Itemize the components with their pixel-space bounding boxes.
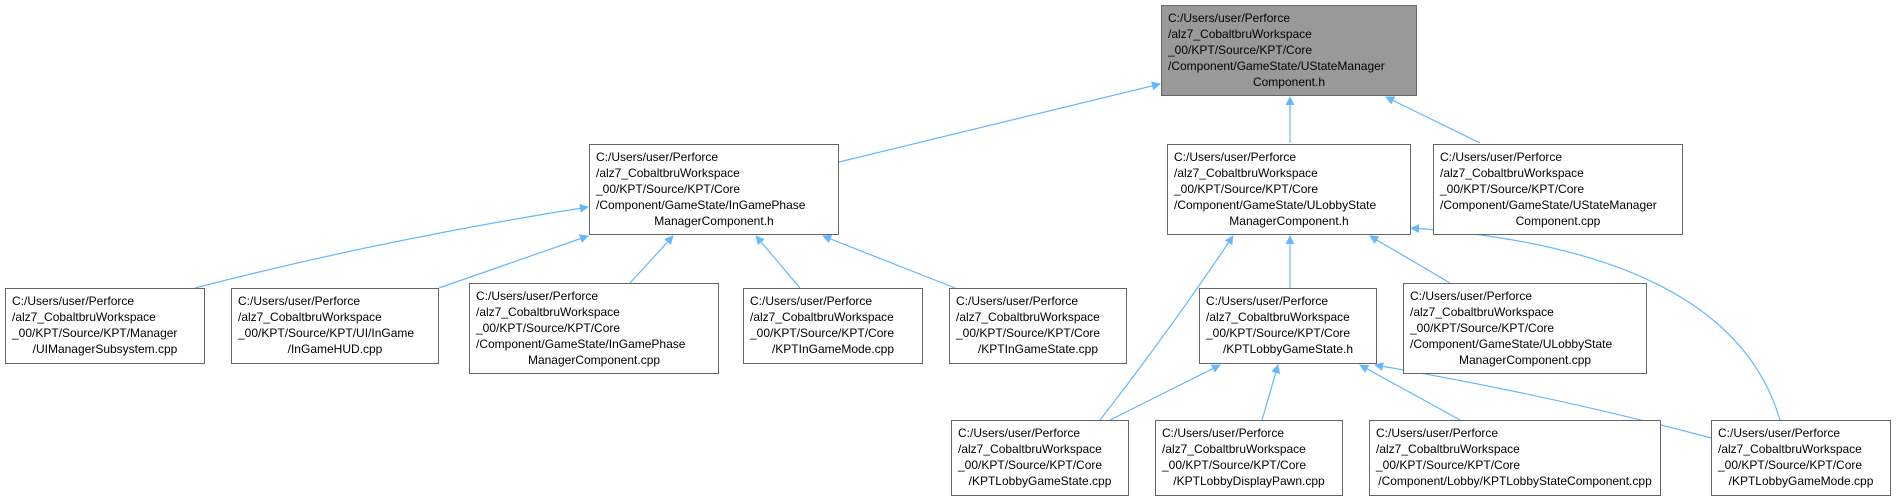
file-node-path-line: /alz7_CobaltbruWorkspace bbox=[12, 310, 156, 324]
edge-kptlobbystatecomp-cpp-to-kptlobbygamestate-h bbox=[1359, 364, 1461, 421]
file-node-path-line: C:/Users/user/Perforce bbox=[596, 150, 719, 164]
file-node-kptingamemode-cpp[interactable]: C:/Users/user/Perforce/alz7_CobaltbruWor… bbox=[743, 288, 923, 364]
file-node-path-line: /KPTLobbyGameMode.cpp bbox=[1728, 474, 1874, 488]
file-node-path-line: Component.h bbox=[1252, 75, 1326, 89]
file-node-path-line: /UIManagerSubsystem.cpp bbox=[32, 342, 178, 356]
file-node-path-line: _00/KPT/Source/KPT/Core bbox=[1174, 182, 1319, 196]
edge-ulobbystate-cpp-to-ulobbystate-h bbox=[1369, 235, 1451, 284]
file-node-path-line: /Component/GameState/InGamePhase bbox=[476, 337, 686, 351]
file-node-path-line: /alz7_CobaltbruWorkspace bbox=[1440, 166, 1584, 180]
file-node-path-line: /alz7_CobaltbruWorkspace bbox=[956, 310, 1100, 324]
file-node-path-line: /alz7_CobaltbruWorkspace bbox=[476, 305, 620, 319]
file-node-path-line: /alz7_CobaltbruWorkspace bbox=[1206, 310, 1350, 324]
file-node-path-line: C:/Users/user/Perforce bbox=[1410, 289, 1533, 303]
file-node-path-line: _00/KPT/Source/KPT/Core bbox=[476, 321, 621, 335]
file-node-path-line: /alz7_CobaltbruWorkspace bbox=[750, 310, 894, 324]
file-node-path-line: C:/Users/user/Perforce bbox=[956, 294, 1079, 308]
file-node-path-line: C:/Users/user/Perforce bbox=[1162, 426, 1285, 440]
file-node-uimanager-cpp[interactable]: C:/Users/user/Perforce/alz7_CobaltbruWor… bbox=[5, 288, 205, 364]
file-node-path-line: /alz7_CobaltbruWorkspace bbox=[1168, 27, 1312, 41]
file-node-path-line: C:/Users/user/Perforce bbox=[1376, 426, 1499, 440]
file-node-kptlobbygamestate-cpp[interactable]: C:/Users/user/Perforce/alz7_CobaltbruWor… bbox=[951, 420, 1129, 496]
file-node-path-line: ManagerComponent.cpp bbox=[1458, 353, 1592, 367]
file-node-path-line: C:/Users/user/Perforce bbox=[958, 426, 1081, 440]
file-node-path-line: /InGameHUD.cpp bbox=[287, 342, 383, 356]
file-node-path-line: _00/KPT/Source/KPT/Core bbox=[958, 458, 1103, 472]
file-node-path-line: ManagerComponent.h bbox=[1229, 214, 1349, 228]
file-node-path-line: /alz7_CobaltbruWorkspace bbox=[1718, 442, 1862, 456]
file-node-path-line: /KPTInGameState.cpp bbox=[977, 342, 1099, 356]
edge-kptingamemode-cpp-to-ingamephase-h bbox=[755, 235, 801, 289]
file-node-kptlobbydisplaypawn-cpp[interactable]: C:/Users/user/Perforce/alz7_CobaltbruWor… bbox=[1155, 420, 1343, 496]
file-node-ulobbystate-cpp[interactable]: C:/Users/user/Perforce/alz7_CobaltbruWor… bbox=[1403, 283, 1647, 374]
file-node-path-line: /alz7_CobaltbruWorkspace bbox=[1162, 442, 1306, 456]
file-node-path-line: /alz7_CobaltbruWorkspace bbox=[958, 442, 1102, 456]
edge-ingamehud-cpp-to-ingamephase-h bbox=[438, 234, 589, 289]
file-node-path-line: /KPTLobbyDisplayPawn.cpp bbox=[1173, 474, 1325, 488]
file-node-path-line: ManagerComponent.h bbox=[654, 214, 774, 228]
file-node-root[interactable]: C:/Users/user/Perforce/alz7_CobaltbruWor… bbox=[1161, 5, 1417, 96]
file-node-kptlobbygamemode-cpp[interactable]: C:/Users/user/Perforce/alz7_CobaltbruWor… bbox=[1711, 420, 1891, 496]
file-node-path-line: C:/Users/user/Perforce bbox=[750, 294, 873, 308]
file-node-path-line: _00/KPT/Source/KPT/Core bbox=[1162, 458, 1307, 472]
file-node-path-line: _00/KPT/Source/KPT/Core bbox=[1376, 458, 1521, 472]
file-node-path-line: /alz7_CobaltbruWorkspace bbox=[238, 310, 382, 324]
file-node-path-line: _00/KPT/Source/KPT/Manager bbox=[12, 326, 178, 340]
file-node-path-line: /Component/Lobby/KPTLobbyStateComponent.… bbox=[1378, 474, 1652, 488]
file-node-path-line: C:/Users/user/Perforce bbox=[1174, 150, 1297, 164]
file-node-path-line: /Component/GameState/UStateManager bbox=[1440, 198, 1657, 212]
file-node-path-line: _00/KPT/Source/KPT/Core bbox=[1168, 43, 1313, 57]
edge-kptlobbygamemode-cpp-to-ulobbystate-h bbox=[1410, 224, 1781, 421]
file-node-path-line: /alz7_CobaltbruWorkspace bbox=[1376, 442, 1520, 456]
file-node-path-line: _00/KPT/Source/KPT/Core bbox=[750, 326, 895, 340]
edge-kptlobbydisplaypawn-cpp-to-kptlobbygamestate-h bbox=[1261, 364, 1281, 421]
file-node-path-line: /alz7_CobaltbruWorkspace bbox=[1174, 166, 1318, 180]
file-node-ingamehud-cpp[interactable]: C:/Users/user/Perforce/alz7_CobaltbruWor… bbox=[231, 288, 439, 364]
file-node-path-line: /Component/GameState/ULobbyState bbox=[1410, 337, 1613, 351]
file-node-kptlobbygamestate-h[interactable]: C:/Users/user/Perforce/alz7_CobaltbruWor… bbox=[1199, 288, 1377, 364]
file-node-ulobbystate-h[interactable]: C:/Users/user/Perforce/alz7_CobaltbruWor… bbox=[1167, 144, 1411, 235]
file-node-path-line: C:/Users/user/Perforce bbox=[1718, 426, 1841, 440]
edge-ingamephase-cpp-to-ingamephase-h bbox=[629, 235, 674, 284]
file-node-path-line: C:/Users/user/Perforce bbox=[476, 289, 599, 303]
file-node-path-line: /Component/GameState/ULobbyState bbox=[1174, 198, 1377, 212]
file-node-path-line: Component.cpp bbox=[1515, 214, 1601, 228]
file-node-path-line: C:/Users/user/Perforce bbox=[1206, 294, 1329, 308]
file-node-path-line: C:/Users/user/Perforce bbox=[1168, 11, 1291, 25]
file-node-path-line: C:/Users/user/Perforce bbox=[238, 294, 361, 308]
file-node-path-line: /Component/GameState/InGamePhase bbox=[596, 198, 806, 212]
edge-uimanager-cpp-to-ingamephase-h bbox=[194, 203, 589, 289]
file-node-path-line: ManagerComponent.cpp bbox=[527, 353, 661, 367]
file-node-path-line: /KPTLobbyGameState.h bbox=[1222, 342, 1354, 356]
file-node-path-line: /alz7_CobaltbruWorkspace bbox=[596, 166, 740, 180]
edge-kptlobbygamestate-cpp-to-kptlobbygamestate-h bbox=[1109, 364, 1221, 421]
file-node-path-line: _00/KPT/Source/KPT/Core bbox=[1718, 458, 1863, 472]
file-node-ustatemgr-cpp[interactable]: C:/Users/user/Perforce/alz7_CobaltbruWor… bbox=[1433, 144, 1683, 235]
file-node-path-line: /KPTInGameMode.cpp bbox=[771, 342, 895, 356]
file-node-ingamephase-h[interactable]: C:/Users/user/Perforce/alz7_CobaltbruWor… bbox=[589, 144, 839, 235]
file-node-path-line: _00/KPT/Source/KPT/UI/InGame bbox=[238, 326, 415, 340]
edge-kptingamestate-cpp-to-ingamephase-h bbox=[822, 234, 956, 289]
file-node-path-line: _00/KPT/Source/KPT/Core bbox=[596, 182, 741, 196]
file-node-kptlobbystatecomp-cpp[interactable]: C:/Users/user/Perforce/alz7_CobaltbruWor… bbox=[1369, 420, 1661, 496]
file-node-path-line: _00/KPT/Source/KPT/Core bbox=[1206, 326, 1351, 340]
file-node-path-line: /Component/GameState/UStateManager bbox=[1168, 59, 1385, 73]
edge-kptlobbygamestate-cpp-to-ulobbystate-h bbox=[1099, 235, 1234, 421]
file-node-path-line: _00/KPT/Source/KPT/Core bbox=[1410, 321, 1555, 335]
file-node-path-line: C:/Users/user/Perforce bbox=[1440, 150, 1563, 164]
file-node-path-line: _00/KPT/Source/KPT/Core bbox=[1440, 182, 1585, 196]
file-node-path-line: /alz7_CobaltbruWorkspace bbox=[1410, 305, 1554, 319]
file-node-kptingamestate-cpp[interactable]: C:/Users/user/Perforce/alz7_CobaltbruWor… bbox=[949, 288, 1127, 364]
file-node-path-line: /KPTLobbyGameState.cpp bbox=[968, 474, 1112, 488]
edge-ingamephase-h-to-root bbox=[838, 81, 1161, 163]
edge-ustatemgr-cpp-to-root bbox=[1385, 96, 1481, 144]
file-node-ingamephase-cpp[interactable]: C:/Users/user/Perforce/alz7_CobaltbruWor… bbox=[469, 283, 719, 374]
file-node-path-line: C:/Users/user/Perforce bbox=[12, 294, 135, 308]
file-node-path-line: _00/KPT/Source/KPT/Core bbox=[956, 326, 1101, 340]
